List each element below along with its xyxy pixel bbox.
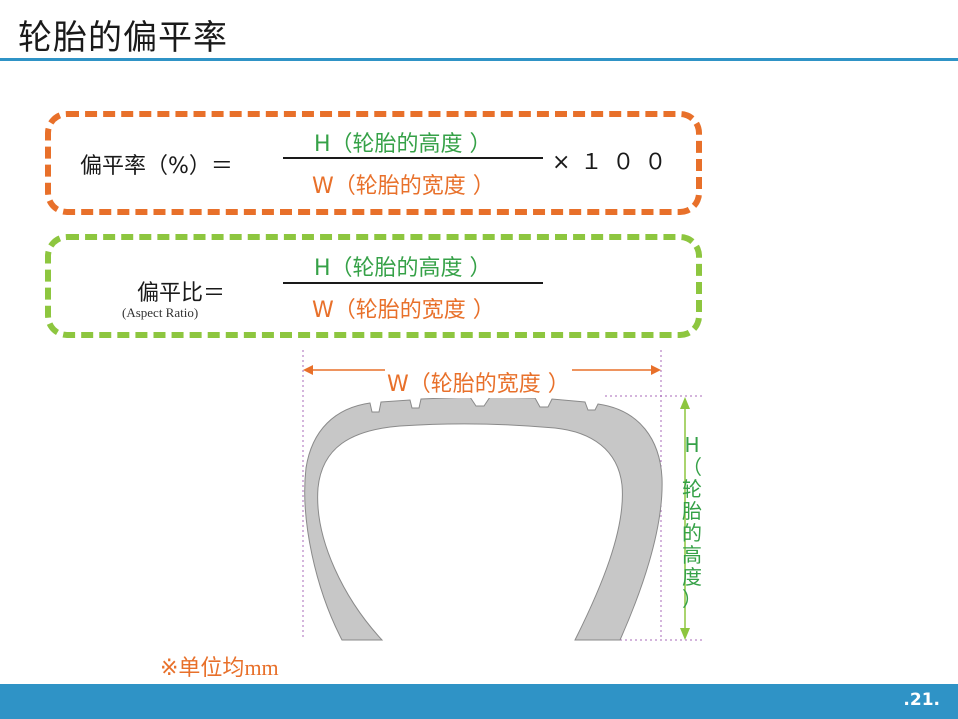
footer-bar	[0, 684, 958, 719]
unit-note-text: ※单位均	[160, 656, 245, 681]
height-label-char: 高	[682, 543, 702, 567]
flatness-rate-formula-box	[45, 111, 702, 215]
page-number: .21.	[903, 690, 940, 710]
flatness-rate-label: 偏平率（%）＝	[80, 154, 233, 179]
height-label-char: 度	[682, 565, 702, 589]
height-arrow-bottom-head	[680, 628, 690, 640]
aspect-ratio-formula-box	[45, 234, 702, 338]
formula1-multiplier: ×１００	[552, 150, 677, 175]
title-divider	[0, 58, 958, 61]
formula2-fraction-line	[283, 282, 543, 284]
height-arrow-top-head	[680, 397, 690, 409]
height-label-char: 胎	[682, 499, 702, 523]
unit-note: ※单位均mm	[160, 650, 279, 682]
formula2-numerator: H（轮胎的高度 ）	[314, 256, 492, 281]
aspect-ratio-label: 偏平比＝	[137, 281, 226, 306]
height-label-char: 的	[682, 521, 702, 545]
tire-height-label: H （ 轮 胎 的 高 度 ）	[680, 434, 704, 610]
height-label-char: （	[682, 455, 702, 479]
formula1-denominator: W（轮胎的宽度 ）	[312, 174, 495, 199]
aspect-ratio-sublabel: (Aspect Ratio)	[122, 305, 199, 320]
formula1-numerator: H（轮胎的高度 ）	[314, 132, 492, 157]
page-title: 轮胎的偏平率	[18, 18, 228, 58]
height-label-char: H	[684, 433, 700, 457]
tire-width-label: W（轮胎的宽度 ）	[385, 366, 572, 398]
height-label-char: ）	[682, 587, 702, 611]
formula1-fraction-line	[283, 157, 543, 159]
tire-body	[304, 396, 663, 641]
unit-note-unit: mm	[244, 655, 279, 680]
height-label-char: 轮	[682, 477, 702, 501]
width-arrow-left-head	[303, 365, 313, 375]
formula2-denominator: W（轮胎的宽度 ）	[312, 298, 495, 323]
width-arrow-right-head	[651, 365, 661, 375]
